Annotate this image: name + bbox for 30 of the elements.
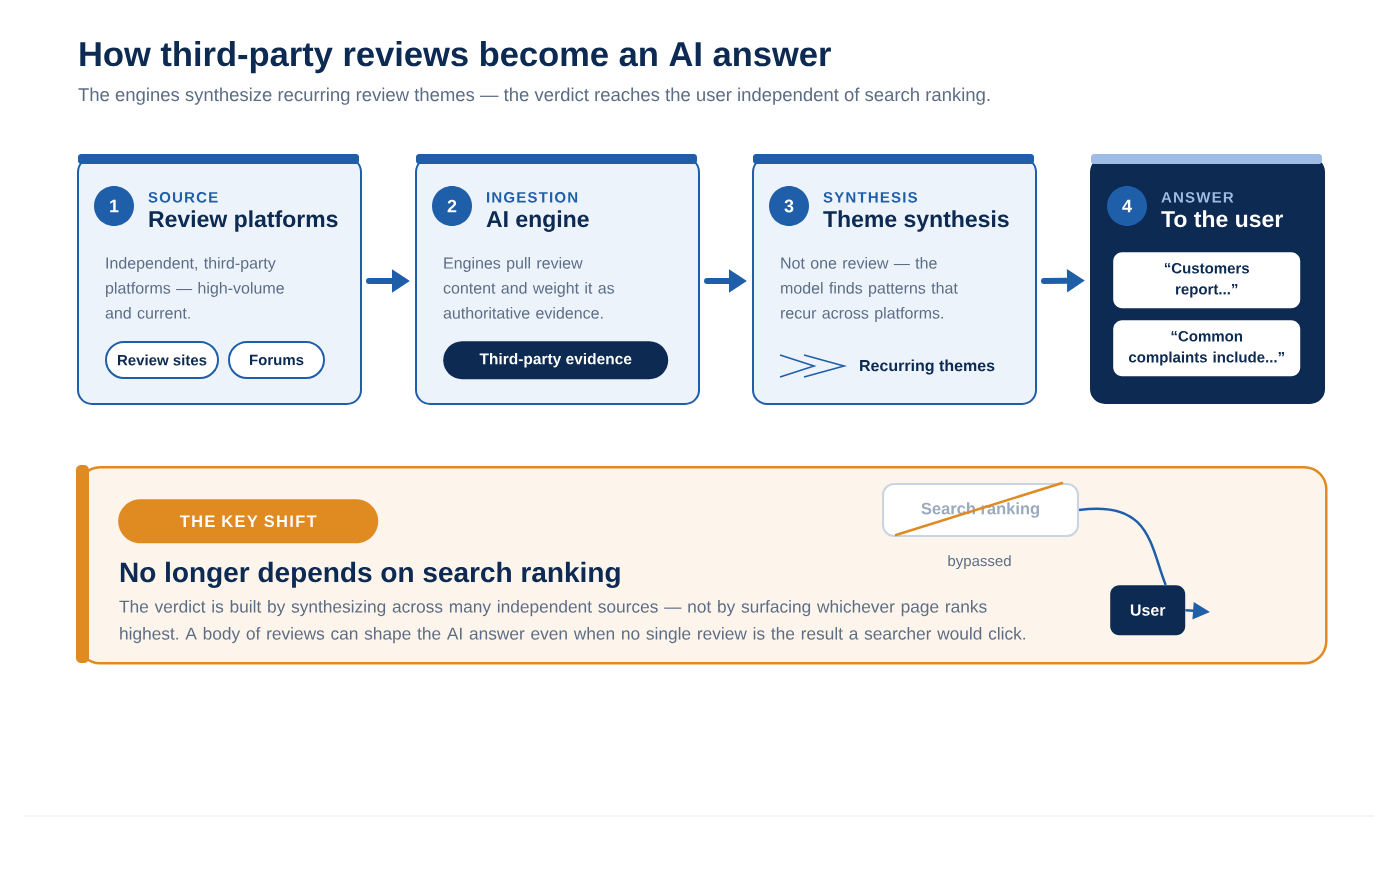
card-title: Review platforms bbox=[149, 210, 338, 232]
number-badge: 4 bbox=[1107, 186, 1147, 226]
description: Not one review — the model finds patterns that recur across platforms. bbox=[781, 257, 958, 322]
quote-box: “Customers report...” bbox=[1113, 252, 1301, 309]
kicker: SYNTHESIS bbox=[823, 192, 918, 203]
tag-pill: Review sites bbox=[105, 341, 219, 379]
user-box: User bbox=[1110, 585, 1186, 636]
description: The verdict is built by synthesizing across many independent sources — not by surfacing whichever page ranks highest. A body of reviews can shape the AI answer even when no single review is the result a searcher would click. bbox=[119, 600, 1025, 644]
subtitle: The engines synthesize recurring review themes — the verdict reaches the user independent of search ranking. bbox=[78, 87, 990, 105]
tag-pill: Forums bbox=[228, 341, 325, 379]
ranking-box: Search ranking bbox=[882, 483, 1079, 537]
tag-pill: Third-party evidence bbox=[443, 341, 669, 380]
number-badge: 1 bbox=[94, 186, 134, 226]
kicker: ANSWER bbox=[1161, 192, 1234, 203]
description: Engines pull review content and weight it as authoritative evidence. bbox=[443, 257, 615, 319]
kicker: INGESTION bbox=[487, 192, 578, 203]
kicker: SOURCE bbox=[148, 192, 218, 203]
number-badge: 2 bbox=[432, 186, 472, 226]
heading: No longer depends on search ranking bbox=[120, 561, 620, 588]
card-title: AI engine bbox=[486, 210, 589, 232]
card-title: To the user bbox=[1161, 210, 1283, 228]
title: How third-party reviews become an AI answer bbox=[80, 41, 831, 74]
note: bypassed bbox=[948, 555, 1011, 570]
theme-label: Recurring themes bbox=[860, 359, 995, 375]
connector-line bbox=[1078, 507, 1167, 586]
description: Independent, third-party platforms — high-volume and current. bbox=[105, 257, 284, 319]
card-title: Theme synthesis bbox=[823, 210, 1009, 232]
section-tag: THE KEY SHIFT bbox=[118, 499, 379, 544]
quote-box: “Common complaints include...” bbox=[1113, 320, 1301, 377]
number-badge: 3 bbox=[769, 186, 809, 226]
